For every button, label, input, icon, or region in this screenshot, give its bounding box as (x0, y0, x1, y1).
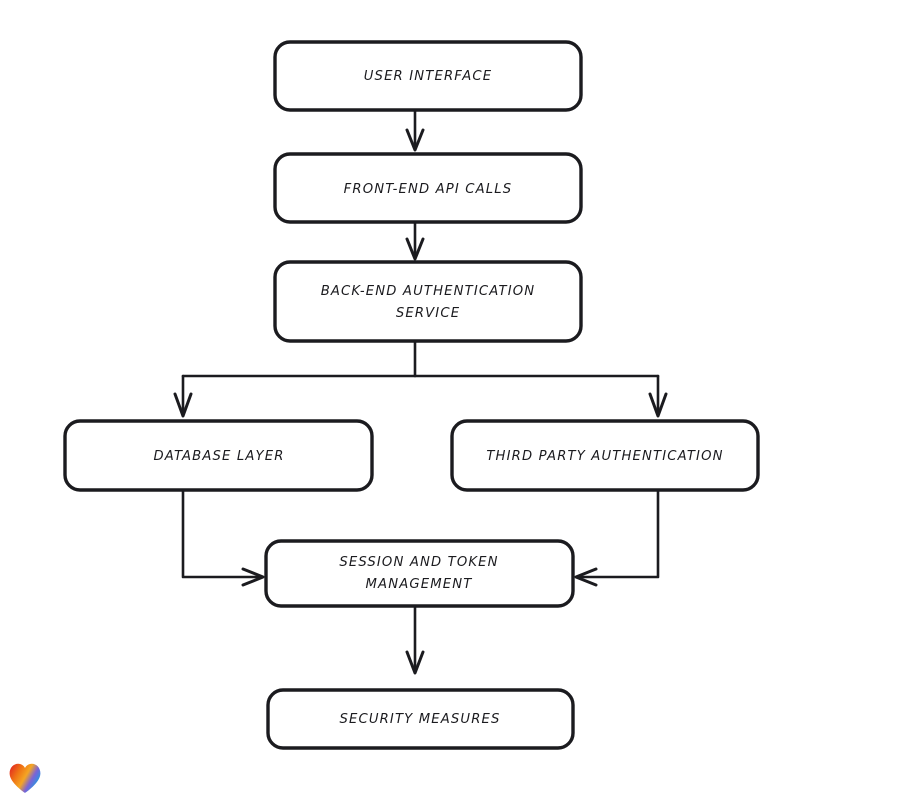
edge-front-end-api-calls-to-back-end-auth-service (405, 220, 425, 261)
edge-third-party-auth-to-session-token-mgmt (574, 488, 660, 587)
node-session-token-mgmt-label-line1: SESSION AND TOKEN (339, 555, 498, 570)
node-session-token-mgmt[interactable]: SESSION AND TOKEN MANAGEMENT (264, 539, 575, 608)
node-user-interface-shape[interactable] (273, 40, 583, 112)
node-third-party-auth-label: THIRD PARTY AUTHENTICATION (486, 449, 723, 464)
node-database-layer[interactable]: DATABASE LAYER (63, 419, 374, 492)
node-session-token-mgmt-label-line2: MANAGEMENT (366, 577, 473, 592)
heart-icon (9, 763, 41, 793)
node-user-interface[interactable]: USER INTERFACE (273, 40, 583, 112)
node-security-measures[interactable]: SECURITY MEASURES (266, 688, 575, 750)
node-database-layer-label: DATABASE LAYER (153, 449, 284, 464)
node-security-measures-shape[interactable] (266, 688, 575, 750)
node-front-end-api-calls[interactable]: FRONT-END API CALLS (273, 152, 583, 224)
edge-user-interface-to-front-end-api-calls (405, 108, 425, 152)
node-back-end-auth-service-label-line1: BACK-END AUTHENTICATION (321, 284, 536, 299)
node-user-interface-label: USER INTERFACE (364, 69, 493, 84)
node-database-layer-shape[interactable] (63, 419, 374, 492)
edge-back-end-auth-service-to-branches (173, 339, 668, 418)
node-third-party-auth-shape[interactable] (450, 419, 760, 492)
edge-session-token-mgmt-to-security-measures (405, 604, 425, 675)
node-front-end-api-calls-shape[interactable] (273, 152, 583, 224)
heart-icon-shape (9, 763, 41, 793)
node-front-end-api-calls-label: FRONT-END API CALLS (344, 182, 513, 197)
node-third-party-auth[interactable]: THIRD PARTY AUTHENTICATION (450, 419, 760, 492)
node-back-end-auth-service-shape[interactable] (273, 260, 583, 343)
node-security-measures-label: SECURITY MEASURES (339, 712, 500, 727)
node-back-end-auth-service[interactable]: BACK-END AUTHENTICATION SERVICE (273, 260, 583, 343)
edge-database-layer-to-session-token-mgmt (181, 488, 265, 587)
node-back-end-auth-service-label-line2: SERVICE (396, 306, 460, 321)
node-session-token-mgmt-shape[interactable] (264, 539, 575, 608)
